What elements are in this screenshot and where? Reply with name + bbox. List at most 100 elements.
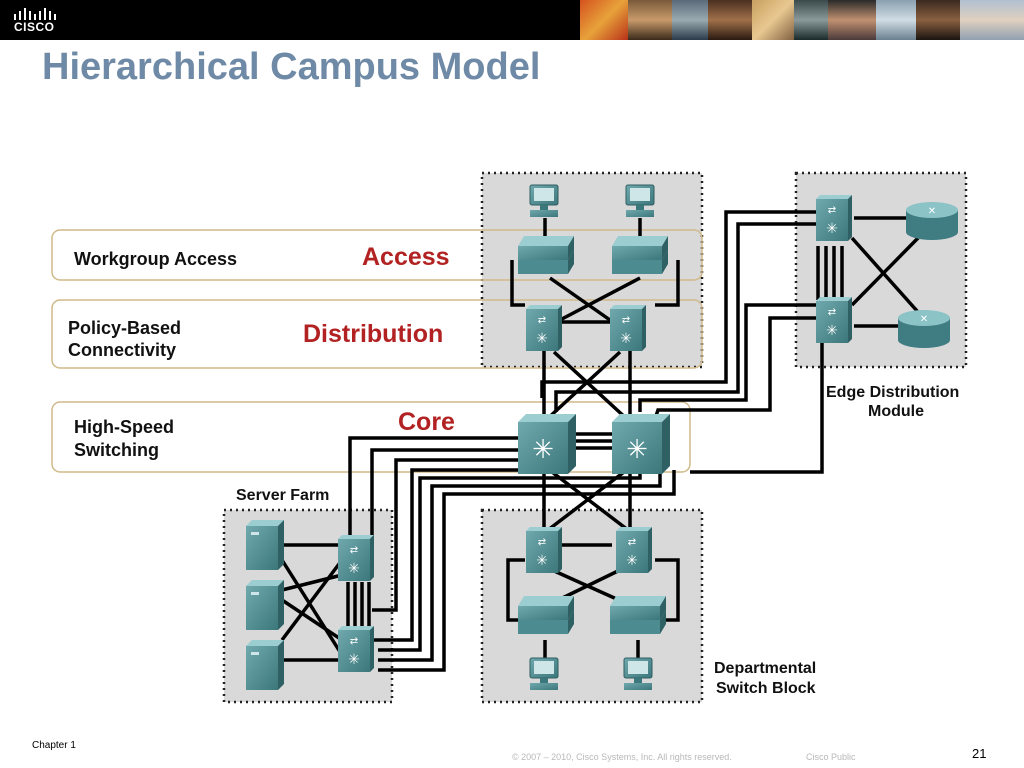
server-farm-label: Server Farm (236, 487, 329, 504)
header-bar: CISCO (0, 0, 1024, 40)
access-switch-icon (612, 236, 668, 274)
svg-text:✳: ✳ (348, 561, 360, 577)
pc-icon (529, 657, 559, 690)
edge-distribution-label-line1: Edge Distribution (826, 384, 959, 401)
link (372, 458, 520, 612)
distribution-layer-name: Distribution (303, 320, 443, 348)
core-switch-icon: ✳ (518, 414, 576, 474)
svg-text:✳: ✳ (536, 553, 548, 569)
module-backgrounds (222, 171, 968, 704)
link (378, 464, 662, 662)
svg-text:✳: ✳ (348, 652, 360, 668)
access-distribution-module (480, 171, 704, 369)
server-icon (246, 580, 284, 630)
pc-icon (529, 184, 559, 217)
photo-5 (752, 0, 794, 40)
photo-9 (916, 0, 960, 40)
link (280, 558, 344, 642)
link (654, 316, 818, 417)
link (655, 558, 680, 622)
svg-text:✕: ✕ (928, 206, 936, 217)
core-layer-name: Core (398, 408, 455, 436)
photo-1 (580, 0, 628, 40)
link (372, 468, 545, 642)
departmental-label-line1: Departmental (714, 660, 816, 677)
link (655, 260, 680, 307)
cisco-logo: CISCO (6, 5, 66, 35)
router-icon: ✕ (906, 202, 958, 240)
link (378, 470, 676, 672)
access-switch-icon (518, 236, 574, 274)
core-description-line2: Switching (74, 440, 159, 460)
cisco-bars-icon (14, 8, 56, 20)
link (544, 350, 622, 422)
slide-title: Hierarchical Campus Model (42, 46, 541, 88)
access-description: Workgroup Access (74, 249, 237, 269)
pc-icon (625, 184, 655, 217)
pc-icon (623, 657, 653, 690)
svg-text:⇄: ⇄ (538, 537, 546, 548)
footer-copyright: © 2007 – 2010, Cisco Systems, Inc. All r… (512, 752, 732, 762)
link (638, 303, 818, 412)
photo-strip (580, 0, 1024, 40)
svg-text:✳: ✳ (536, 331, 548, 347)
multilayer-switch-icon: ⇄ ✳ (338, 626, 374, 672)
distribution-description-line2: Connectivity (68, 340, 176, 360)
svg-text:✳: ✳ (626, 435, 648, 465)
link (554, 222, 818, 412)
photo-4 (708, 0, 752, 40)
link (548, 276, 612, 322)
logo-text: CISCO (14, 20, 55, 34)
svg-text:✳: ✳ (620, 331, 632, 347)
svg-text:⇄: ⇄ (538, 315, 546, 326)
multilayer-switch-icon: ⇄ ✳ (616, 527, 652, 573)
photo-6 (794, 0, 828, 40)
svg-text:⇄: ⇄ (828, 307, 836, 318)
multilayer-switch-icon: ⇄ ✳ (526, 527, 562, 573)
multilayer-switch-icon: ⇄ ✳ (610, 305, 646, 351)
departmental-module (480, 508, 704, 704)
svg-text:⇄: ⇄ (628, 537, 636, 548)
link (540, 210, 818, 398)
link (280, 559, 344, 656)
access-switch-icon (610, 596, 666, 634)
multilayer-switch-icon: ⇄ ✳ (526, 305, 562, 351)
link (546, 470, 626, 532)
link (559, 276, 641, 322)
distribution-description-line1: Policy-Based (68, 318, 181, 338)
svg-text:✳: ✳ (826, 221, 838, 237)
svg-text:✕: ✕ (920, 314, 928, 325)
svg-text:⇄: ⇄ (350, 636, 358, 647)
svg-text:✳: ✳ (626, 553, 638, 569)
footer-classification: Cisco Public (806, 752, 856, 762)
multilayer-switch-icon: ⇄ ✳ (816, 297, 852, 343)
link (281, 598, 343, 642)
access-layer-box (51, 229, 703, 281)
multilayer-switch-icon: ⇄ ✳ (816, 195, 852, 241)
link (378, 470, 642, 652)
link (850, 234, 922, 307)
photo-2 (628, 0, 672, 40)
link (690, 330, 824, 474)
photo-7 (828, 0, 876, 40)
link (510, 260, 525, 307)
link (370, 448, 525, 548)
departmental-label-line2: Switch Block (716, 680, 816, 697)
server-icon (246, 640, 284, 690)
server-icon (246, 520, 284, 570)
access-switch-icon (518, 596, 574, 634)
svg-text:✳: ✳ (826, 323, 838, 339)
photo-3 (672, 0, 708, 40)
distribution-layer-box (51, 299, 703, 369)
link (550, 470, 630, 532)
svg-text:✳: ✳ (532, 435, 554, 465)
router-icon: ✕ (898, 310, 950, 348)
photo-8 (876, 0, 916, 40)
link (506, 558, 525, 622)
svg-text:⇄: ⇄ (622, 315, 630, 326)
photo-10 (960, 0, 1024, 40)
page-number: 21 (972, 746, 987, 761)
link (850, 236, 920, 314)
core-description-line1: High-Speed (74, 417, 174, 437)
